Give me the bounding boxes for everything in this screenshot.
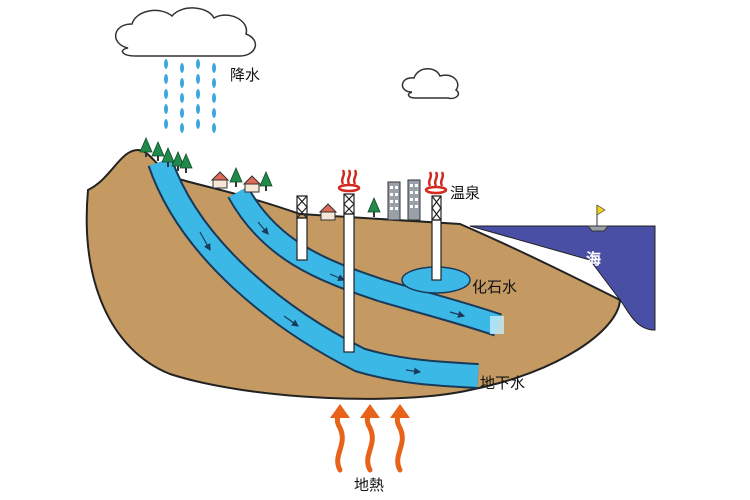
rain-icon [164,59,216,133]
rain-drop [164,119,168,129]
label-sea: 海 [586,250,602,268]
tree [229,166,243,183]
tree-trunk [265,186,267,191]
rain-drop [180,78,184,88]
tree [151,140,165,157]
tree [259,170,273,187]
tree-trunk [373,212,375,217]
rain-drop [164,104,168,114]
rain-drop [164,59,168,69]
rain-drop [196,74,200,84]
tree [367,196,381,213]
tree-icon [139,136,381,217]
rain-cloud-icon [115,7,257,57]
building-icon [387,179,421,221]
rain-drop [180,93,184,103]
house-icon-2 [242,175,262,193]
rain-drop [196,89,200,99]
tree-trunk [235,182,237,187]
well-shallow [296,195,308,261]
label-groundwater: 地下水 [480,374,526,392]
house-icon [210,171,230,189]
steam-icon [337,169,361,193]
rain-drop [164,89,168,99]
rain-drop [212,108,216,118]
label-rain: 降水 [230,66,261,84]
rain-drop [180,63,184,73]
tree-trunk [185,168,187,173]
heat-arrow-icon [334,411,405,473]
label-fossil-water: 化石水 [472,278,518,296]
rain-drop [180,108,184,118]
heat-arrow-heads [330,404,410,418]
rain-drop [196,119,200,129]
house-icon-3 [318,203,338,221]
tree [139,136,153,153]
tree-trunk [157,156,159,161]
well-hot-spring [431,195,442,281]
well-deep [343,193,355,353]
flow-arrows [199,221,466,375]
label-geothermal: 地熱 [354,476,385,494]
small-cloud-icon [401,68,460,100]
rain-drop [180,123,184,133]
flag-icon [596,204,606,216]
boat-icon [586,204,610,232]
rain-drop [212,78,216,88]
rain-drop [212,123,216,133]
steam-icon-hot-spring [424,171,448,195]
rain-drop [196,59,200,69]
rain-drop [212,63,216,73]
tree-trunk [167,162,169,167]
tree-trunk [177,166,179,171]
rain-drop [196,104,200,114]
label-hot-spring: 温泉 [450,184,481,202]
rain-drop [212,93,216,103]
tree-trunk [145,152,147,157]
rain-drop [164,74,168,84]
